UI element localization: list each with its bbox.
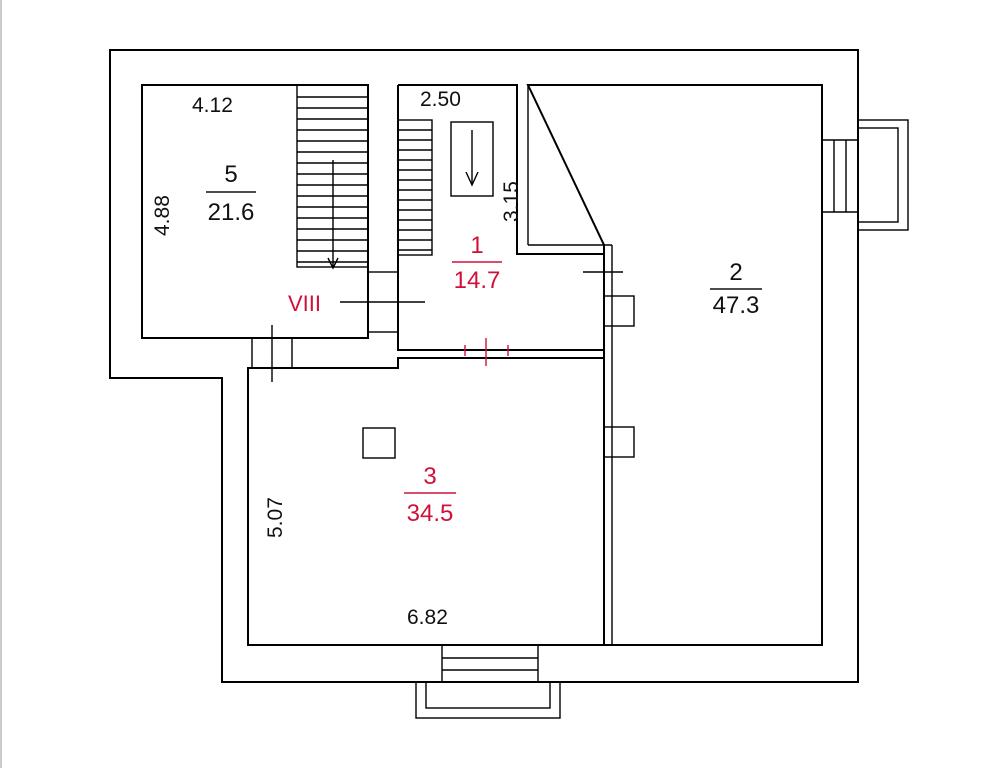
room-number: 1	[470, 232, 483, 259]
room-area: 47.3	[713, 292, 760, 319]
room-area: 21.6	[208, 199, 255, 226]
stair-icon	[397, 119, 433, 256]
stair-icon	[296, 84, 369, 270]
entrance-label: VIII	[288, 291, 321, 316]
room-number: 3	[423, 463, 436, 490]
dimension-label: 4.88	[151, 195, 174, 236]
room-area: 34.5	[407, 500, 454, 527]
shaft-arrow-icon	[450, 121, 494, 197]
room-2-outline	[526, 84, 823, 646]
right-porch	[822, 119, 909, 231]
dimension-label: 3.15	[500, 181, 523, 222]
dimension-label: 6.82	[407, 606, 448, 629]
room-5-outline	[141, 84, 369, 339]
room-3-outline	[247, 357, 605, 646]
dimension-label: 5.07	[264, 497, 287, 538]
dimension-label: 2.50	[420, 88, 461, 111]
bottom-porch	[415, 645, 561, 719]
room-number: 2	[729, 259, 742, 286]
outer-wall	[109, 49, 859, 683]
column-icon	[362, 427, 396, 459]
dimension-label: 4.12	[192, 94, 233, 117]
room-area: 14.7	[454, 267, 501, 294]
room-number: 5	[224, 161, 237, 188]
